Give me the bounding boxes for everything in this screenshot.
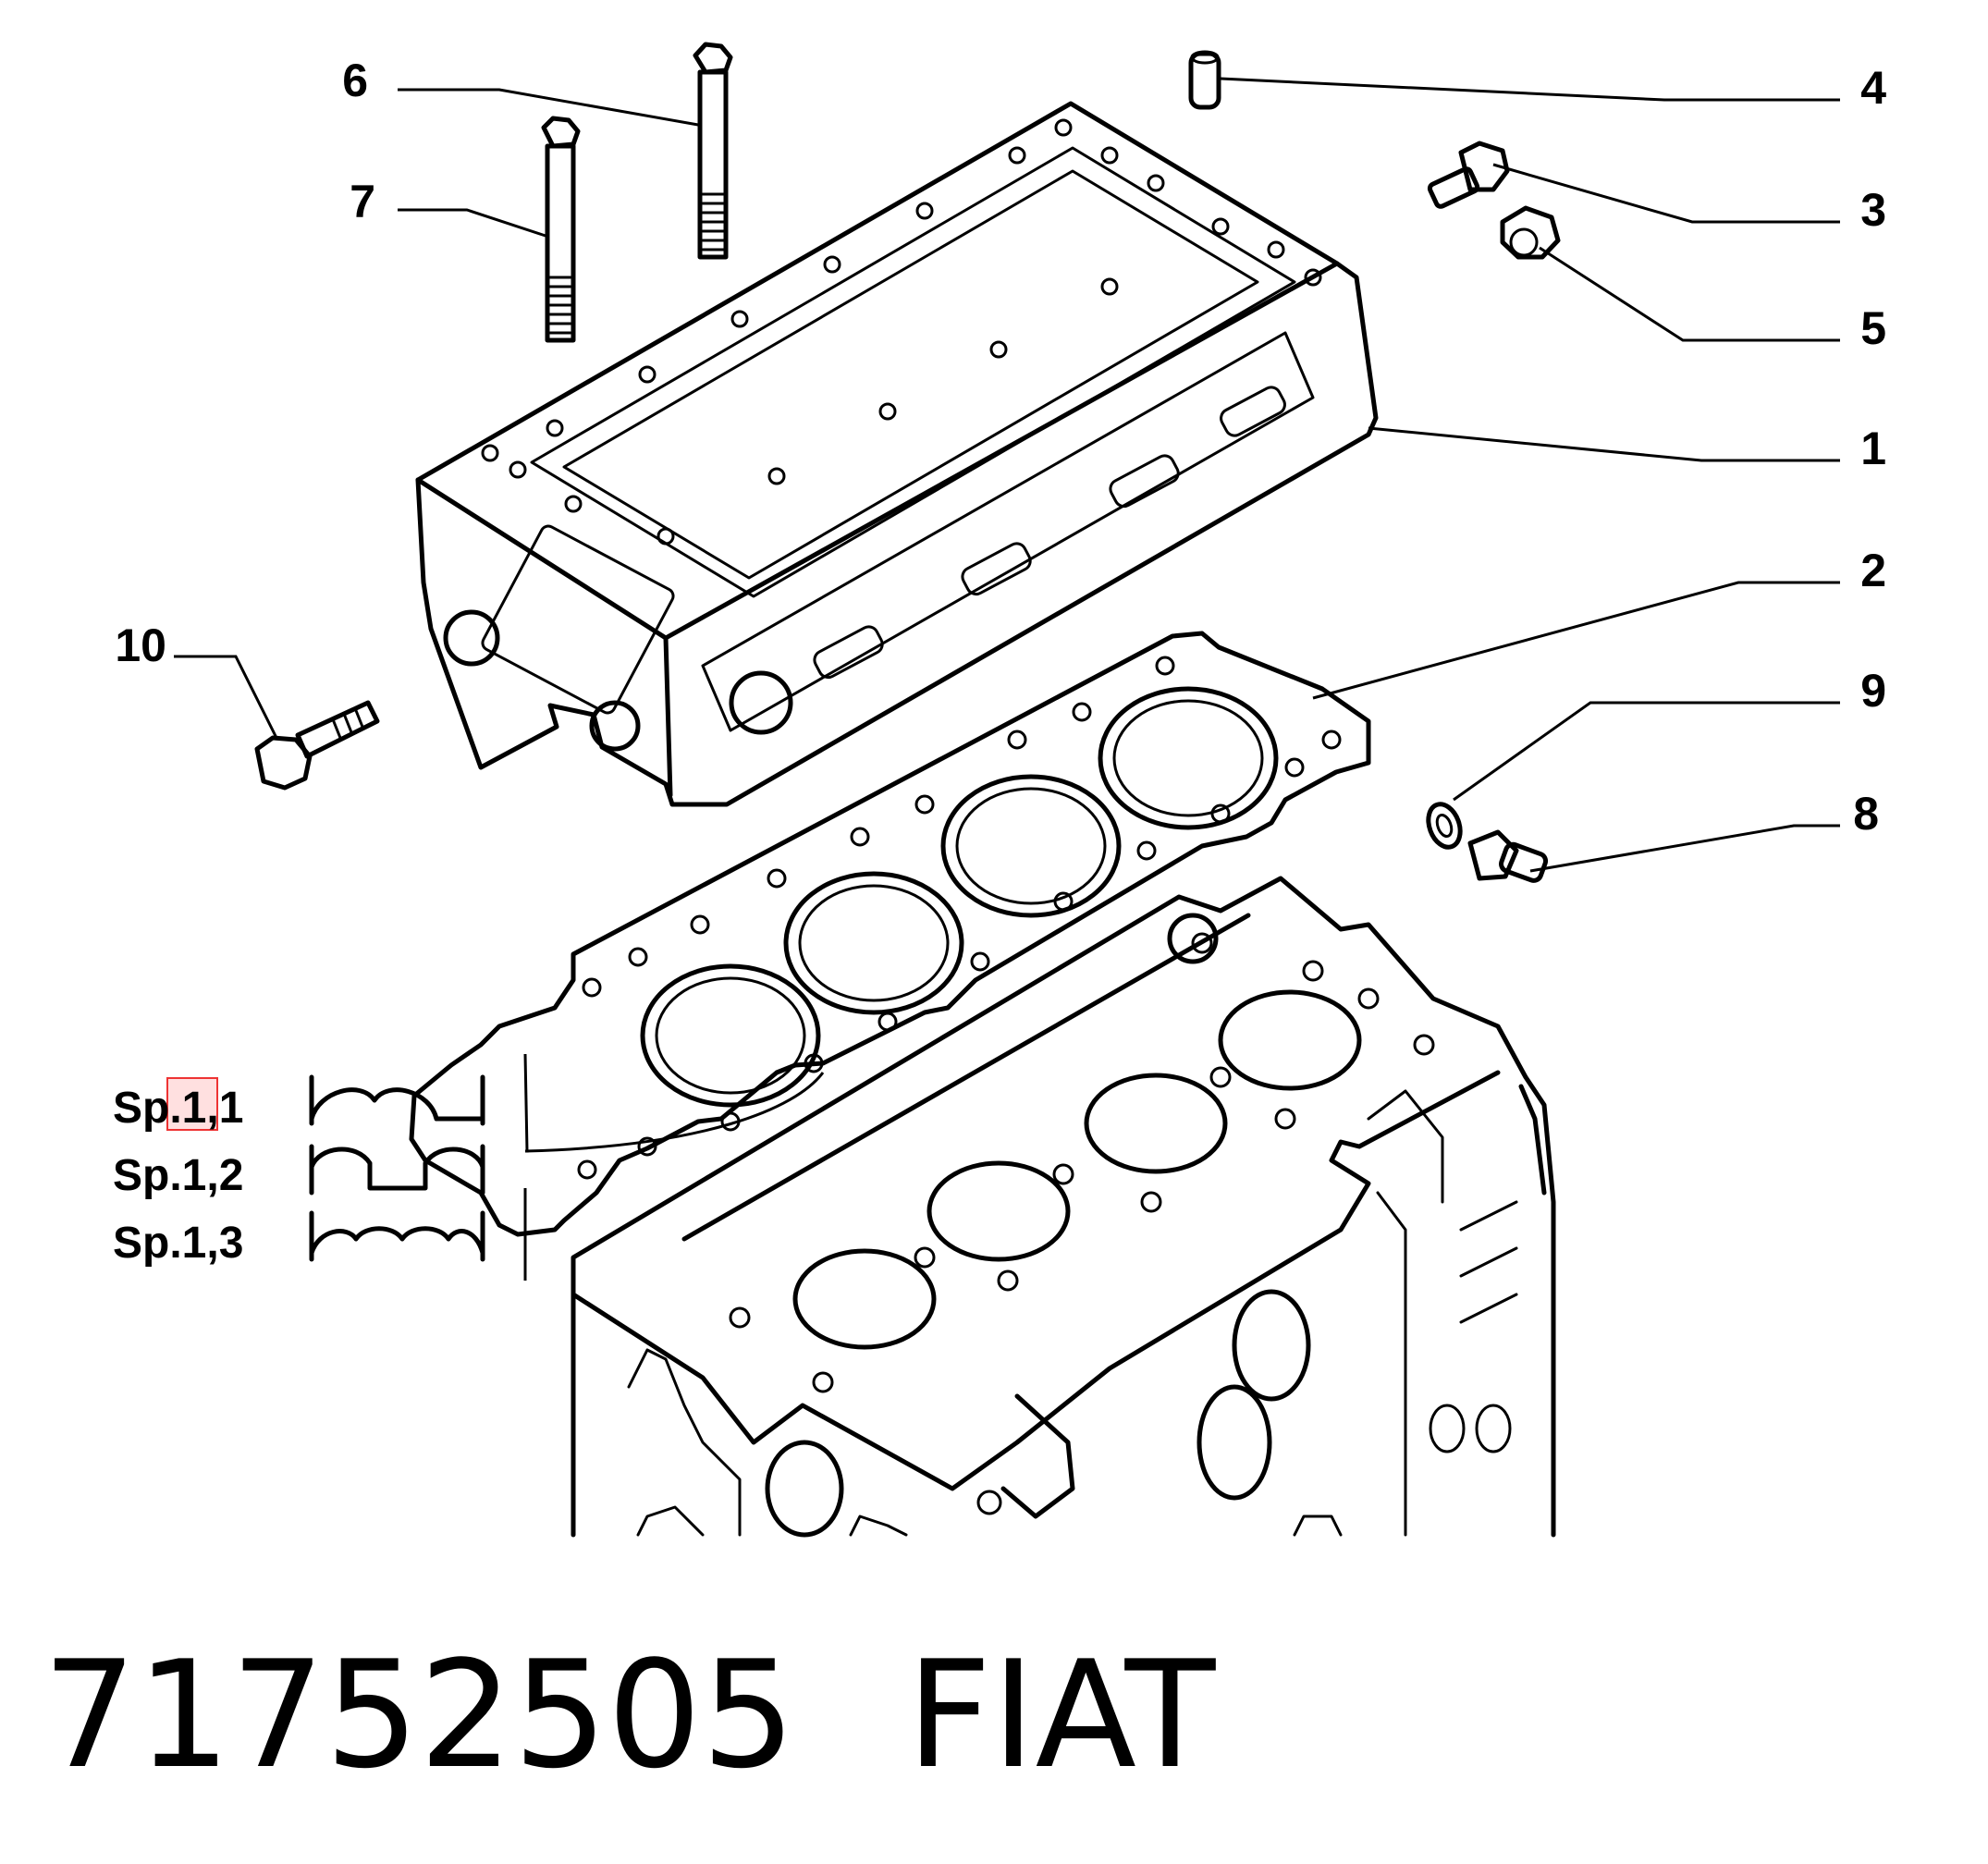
brand-name: FIAT [906, 1628, 1216, 1801]
callout-2: 2 [1860, 545, 1886, 596]
callout-3: 3 [1860, 184, 1886, 236]
highlight-marker [166, 1077, 218, 1131]
head-bolt-holes [481, 118, 1322, 546]
legend-label-sp-1-2: Sp.1,2 [113, 1151, 243, 1200]
callout-5: 5 [1860, 302, 1886, 354]
plug-3 [1427, 141, 1510, 209]
notch-profile-2 [309, 1144, 485, 1196]
notch-profile-3 [309, 1210, 485, 1262]
legend-label-sp-1-1: Sp.1,1 [113, 1084, 243, 1133]
bolt-10 [254, 700, 380, 791]
head-gasket [409, 631, 1371, 1237]
gasket-holes [577, 656, 1342, 1180]
callouts: 6 7 10 4 3 5 1 2 9 8 [115, 55, 1886, 840]
block-bores [792, 989, 1362, 1350]
cylinder-head [415, 101, 1379, 807]
plug-5 [1500, 205, 1561, 260]
callout-10: 10 [115, 619, 166, 671]
callout-4: 4 [1860, 62, 1886, 114]
dowel-pin-4 [1188, 50, 1221, 110]
bolt-6 [693, 42, 733, 260]
engine-block [571, 876, 1556, 1538]
callout-8: 8 [1853, 788, 1879, 840]
callout-9: 9 [1860, 665, 1886, 717]
bolt-7 [541, 116, 581, 343]
gasket-thickness-legend: Sp.1,1 Sp.1,2 Sp.1,3 [113, 1074, 485, 1268]
gasket-bore-rings [655, 699, 1264, 1095]
legend-label-sp-1-3: Sp.1,3 [113, 1219, 243, 1268]
part-number: 71752505 [43, 1628, 796, 1801]
callout-7: 7 [350, 176, 375, 227]
leader-lines [174, 77, 1840, 1281]
plug-8 [1467, 829, 1549, 883]
callout-6: 6 [342, 55, 368, 106]
block-bolt-holes [729, 932, 1435, 1393]
gasket-bores [640, 686, 1279, 1108]
head-port-slots [813, 386, 1286, 680]
part-caption: 71752505 FIAT [43, 1623, 1215, 1808]
callout-1: 1 [1860, 423, 1886, 474]
washer-9 [1426, 802, 1463, 850]
notch-profile-1 [309, 1074, 485, 1126]
